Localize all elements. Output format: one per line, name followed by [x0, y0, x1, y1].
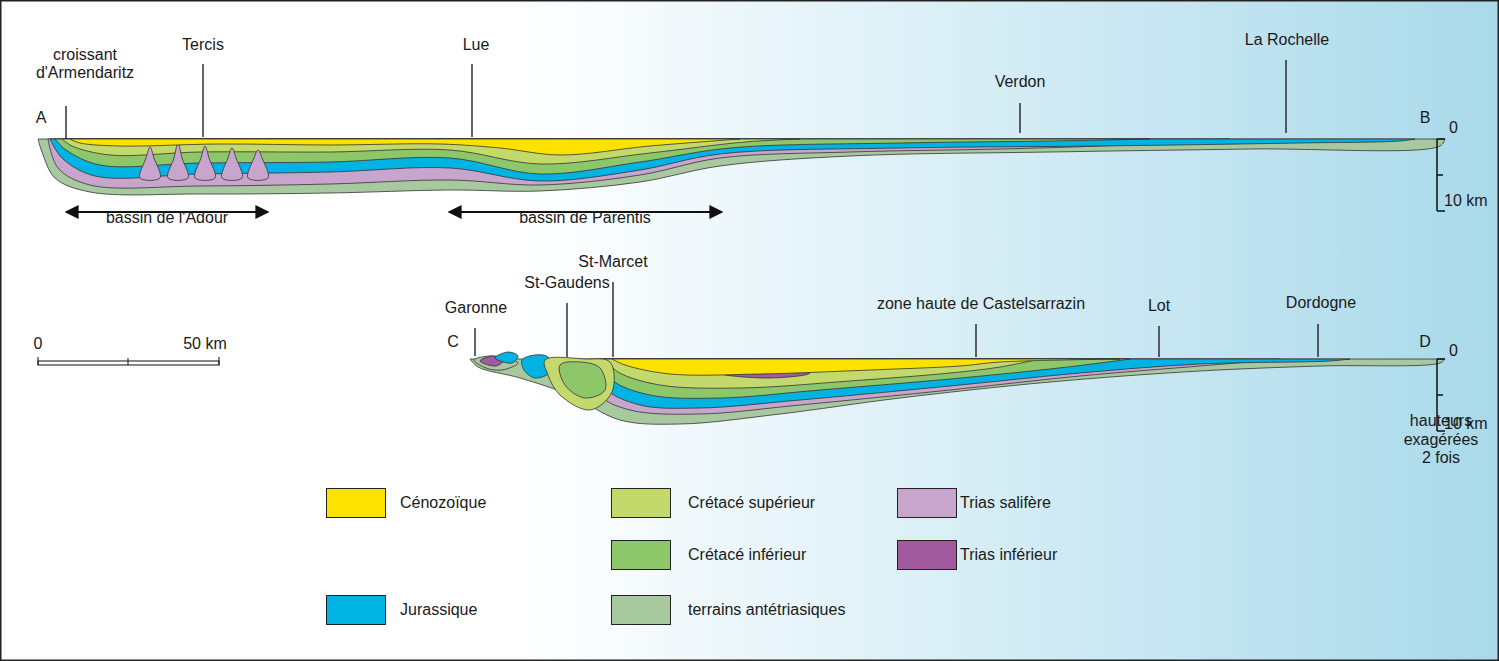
map-label: St-Marcet	[578, 253, 647, 271]
map-label: A	[36, 109, 47, 127]
strata-layer	[600, 359, 1130, 398]
map-label: B	[1420, 109, 1431, 127]
strata-body	[221, 148, 242, 180]
map-label: Tercis	[182, 36, 224, 54]
map-label: bassin de l'Adour	[106, 209, 228, 227]
legend-swatch	[326, 595, 386, 625]
map-label: C	[447, 333, 459, 351]
strata-body	[139, 147, 160, 180]
map-label: La Rochelle	[1245, 31, 1330, 49]
strata-layer	[595, 359, 1350, 408]
legend-swatch	[897, 488, 957, 518]
strata-layer	[70, 139, 740, 155]
map-label: Lot	[1148, 297, 1170, 315]
legend-text: Trias salifère	[960, 494, 1051, 512]
legend-text: Trias inférieur	[960, 546, 1057, 564]
leader-lines	[66, 60, 1318, 357]
geologic-sections	[38, 139, 1445, 424]
strata-layer	[612, 359, 1120, 375]
map-label: St-Gaudens	[524, 274, 609, 292]
map-label: Verdon	[995, 73, 1046, 91]
map-label: Garonne	[445, 299, 507, 317]
strata-body	[167, 143, 188, 180]
legend-swatch	[897, 540, 957, 570]
map-label: 0	[1449, 119, 1458, 137]
strata-layer	[50, 139, 1415, 181]
legend-text: Crétacé inférieur	[688, 546, 806, 564]
map-label: 0	[1449, 342, 1458, 360]
map-label: D	[1419, 333, 1431, 351]
vertical-scales	[1437, 139, 1445, 431]
scale-bar	[38, 357, 219, 365]
legend-swatch	[326, 488, 386, 518]
legend-text: terrains antétriasiques	[688, 601, 845, 619]
map-label: croissant d'Armendaritz	[30, 46, 140, 83]
legend-swatch	[611, 595, 671, 625]
strata-body	[194, 146, 215, 180]
legend-text: Cénozoïque	[400, 494, 486, 512]
map-label: zone haute de Castelsarrazin	[877, 295, 1085, 313]
legend-text: Crétacé supérieur	[688, 494, 815, 512]
legend-text: Jurassique	[400, 601, 477, 619]
map-label: 50 km	[183, 335, 227, 353]
map-label: Lue	[463, 36, 490, 54]
map-label: Dordogne	[1286, 294, 1356, 312]
strata-body	[544, 357, 614, 410]
legend-swatch	[611, 488, 671, 518]
strata-layer	[38, 139, 1445, 195]
map-label: hauteurs exagérées 2 fois	[1398, 412, 1484, 467]
map-label: 0	[34, 335, 43, 353]
map-label: 10 km	[1444, 192, 1488, 210]
strata-body	[495, 352, 518, 363]
strata-body	[559, 362, 606, 398]
map-label: bassin de Parentis	[519, 209, 651, 227]
strata-layer	[470, 359, 1445, 424]
strata-layer	[62, 139, 800, 164]
legend-swatch	[611, 540, 671, 570]
strata-body	[247, 150, 268, 180]
strata-layer	[55, 139, 1150, 174]
